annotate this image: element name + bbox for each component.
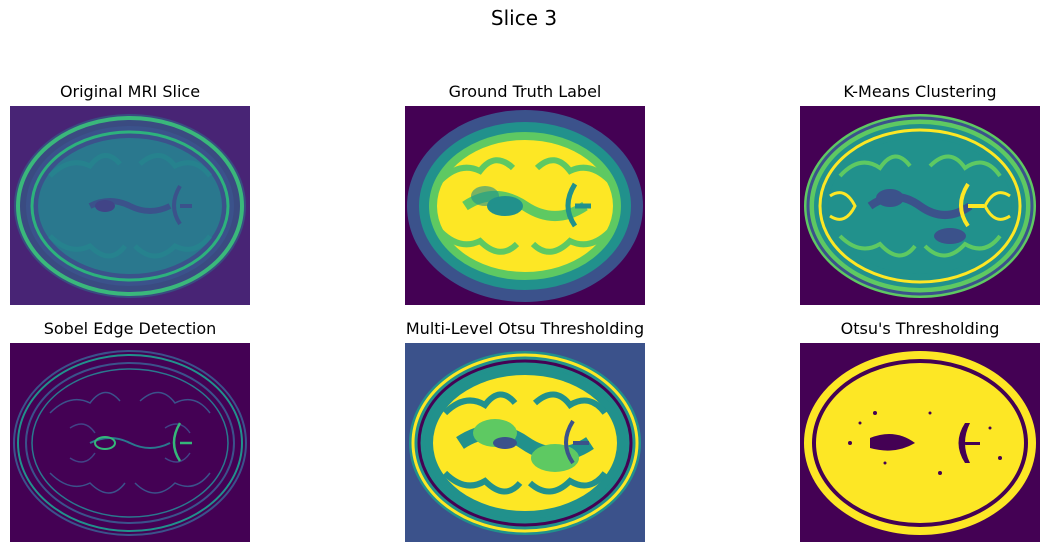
mri-image-original <box>10 106 250 305</box>
panel-title-kmeans: K-Means Clustering <box>843 82 997 101</box>
mri-image-otsu <box>800 343 1040 542</box>
panel-ground-truth: Ground Truth Label <box>405 82 645 305</box>
panel-otsu: Otsu's Thresholding <box>800 319 1040 542</box>
panel-original-mri: Original MRI Slice <box>10 82 250 305</box>
panel-title-otsu: Otsu's Thresholding <box>840 319 1000 338</box>
mri-image-kmeans <box>800 106 1040 305</box>
panel-multi-otsu: Multi-Level Otsu Thresholding <box>405 319 645 542</box>
panel-kmeans: K-Means Clustering <box>800 82 1040 305</box>
panel-title-ground-truth: Ground Truth Label <box>448 82 602 101</box>
mri-image-sobel <box>10 343 250 542</box>
panel-title-multi-otsu: Multi-Level Otsu Thresholding <box>405 319 645 338</box>
mri-image-multi-otsu <box>405 343 645 542</box>
panel-title-sobel: Sobel Edge Detection <box>43 319 217 338</box>
figure-title: Slice 3 <box>490 6 558 30</box>
panel-title-original-mri: Original MRI Slice <box>59 82 201 101</box>
mri-image-ground-truth <box>405 106 645 305</box>
panel-sobel: Sobel Edge Detection <box>10 319 250 542</box>
